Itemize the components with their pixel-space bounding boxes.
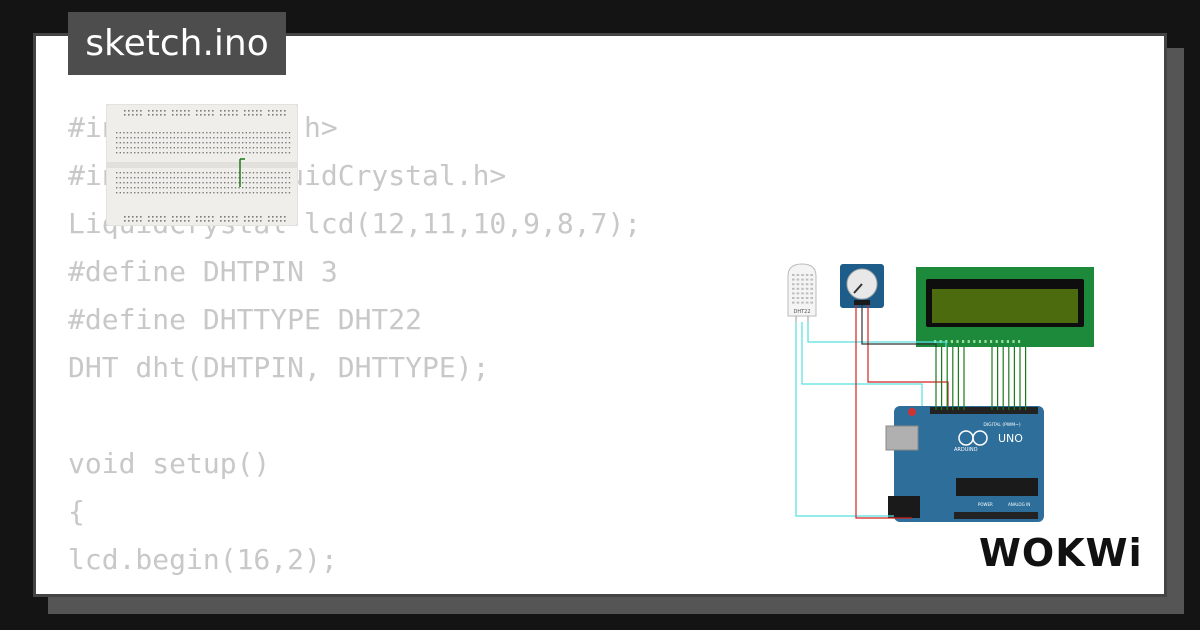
code-line: dht.begin(); bbox=[68, 584, 641, 594]
potentiometer bbox=[840, 264, 884, 308]
board-brand: ARDUINO bbox=[954, 447, 978, 453]
dht22-sensor: DHT22 bbox=[787, 263, 817, 322]
board-digital-label: DIGITAL (PWM~) bbox=[983, 422, 1021, 428]
sensor-label: DHT22 bbox=[793, 309, 810, 315]
wire-cyan bbox=[801, 322, 923, 406]
code-line: void setup() bbox=[68, 447, 271, 480]
board-model: UNO bbox=[998, 432, 1023, 445]
code-line bbox=[68, 392, 641, 440]
code-line: #define DHTPIN 3 bbox=[68, 255, 338, 288]
wokwi-logo: WOKWi bbox=[979, 531, 1143, 575]
board-power-label: POWER bbox=[978, 502, 993, 507]
logo-text: WOKWi bbox=[979, 531, 1143, 575]
code-line: #define DHTTYPE DHT22 bbox=[68, 303, 423, 336]
breadboard bbox=[106, 104, 298, 226]
code-line: { bbox=[68, 495, 85, 528]
file-name-tab: sketch.ino bbox=[68, 12, 286, 75]
wire-dark bbox=[861, 305, 937, 347]
wire-cyan bbox=[795, 322, 894, 517]
wire-red bbox=[855, 305, 912, 519]
circuit-diagram: DHT22 DIGITAL (PWM~) UNO ARDUINO POWER A… bbox=[787, 263, 1094, 522]
code-line: DHT dht(DHTPIN, DHTTYPE); bbox=[68, 351, 490, 384]
arduino-uno: DIGITAL (PWM~) UNO ARDUINO POWER ANALOG … bbox=[885, 406, 1044, 522]
wire-cyan bbox=[807, 322, 947, 347]
code-line: lcd.begin(16,2); bbox=[68, 543, 338, 576]
board-analog-label: ANALOG IN bbox=[1008, 502, 1030, 507]
lcd-display bbox=[916, 267, 1094, 347]
wires bbox=[795, 305, 1027, 519]
